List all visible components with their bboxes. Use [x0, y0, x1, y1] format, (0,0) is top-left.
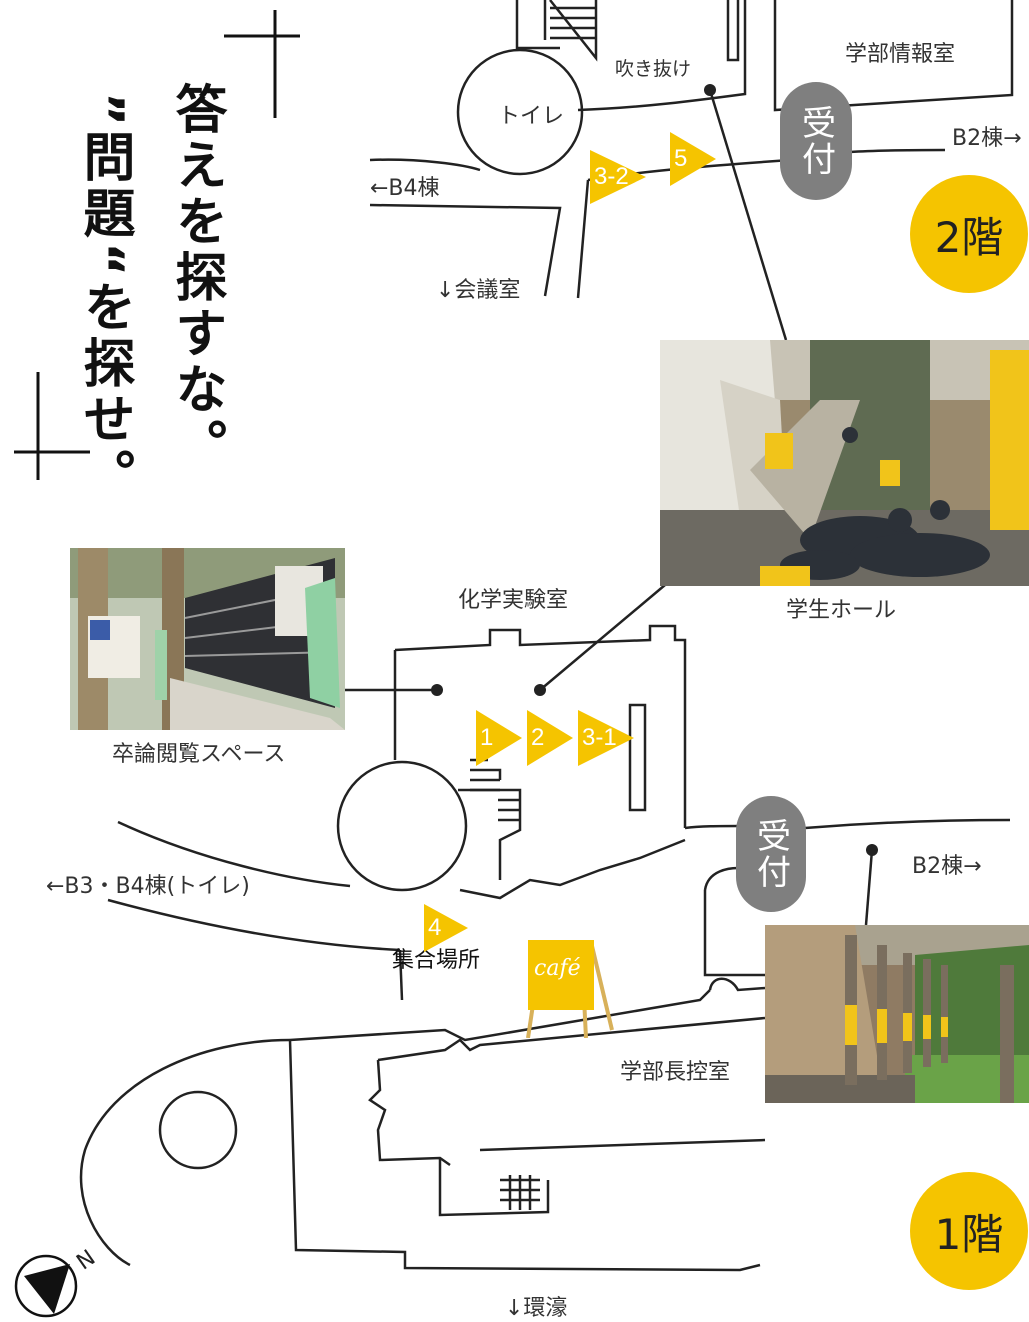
floor-1-badge: 1階 — [910, 1172, 1028, 1290]
floor-2-badge: 2階 — [910, 175, 1028, 293]
reception-2f: 受付 — [780, 82, 852, 200]
thesis-space-photo — [70, 548, 345, 730]
chem-lab-label: 化学実験室 — [458, 588, 569, 613]
cafe-sign: café — [524, 938, 616, 1039]
cafe-text: café — [534, 956, 581, 981]
thesis-space-label: 卒論閲覧スペース — [112, 742, 286, 767]
dean-waiting-label: 学部長控室 — [620, 1060, 731, 1085]
meeting-room-label: ↓会議室 — [436, 278, 521, 303]
reception-1f: 受付 — [736, 796, 806, 912]
compass-icon: N — [12, 1246, 102, 1322]
student-hall-photo — [660, 340, 1029, 586]
to-kango-label: ↓環濠 — [505, 1296, 568, 1321]
meeting-place-label: 集合場所 — [392, 948, 481, 973]
info-room-label: 学部情報室 — [845, 42, 956, 67]
marker-4: 4 — [424, 904, 468, 952]
title-line1: 答えを探すな。 — [166, 82, 226, 474]
to-b2-label-2f: B2棟→ — [952, 126, 1022, 151]
to-b3b4-label: ←B3・B4棟(トイレ) — [46, 874, 250, 899]
toilet-label: トイレ — [498, 104, 565, 129]
student-hall-label: 学生ホール — [786, 598, 897, 623]
marker-1: 1 — [476, 710, 522, 766]
to-b4-label: ←B4棟 — [370, 176, 440, 201]
marker-3-1: 3-1 — [578, 710, 634, 766]
marker-3-2: 3-2 — [590, 150, 646, 204]
atrium-label: 吹き抜け — [615, 58, 692, 80]
title-line2: ”問題“を探せ。 — [74, 92, 134, 505]
to-b2-label-1f: B2棟→ — [912, 854, 982, 879]
marker-5: 5 — [670, 132, 716, 186]
corridor-photo — [765, 925, 1029, 1103]
marker-2: 2 — [527, 710, 573, 766]
